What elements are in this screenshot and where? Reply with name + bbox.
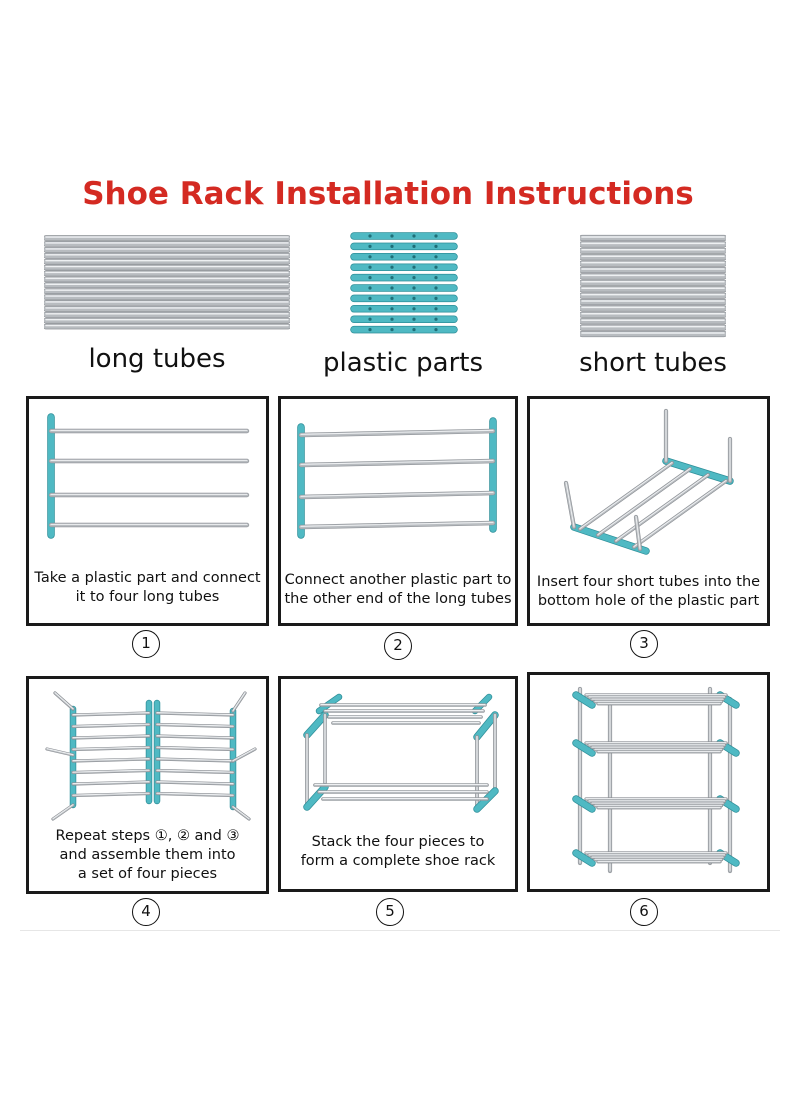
step-4-illustration xyxy=(45,691,257,821)
step-6-number: 6 xyxy=(630,898,658,926)
long-tubes-icon xyxy=(43,234,291,334)
step-4-number: 4 xyxy=(132,898,160,926)
step-5-text: Stack the four pieces to form a complete… xyxy=(300,834,496,869)
step-3-text: Insert four short tubes into the bottom … xyxy=(536,574,761,609)
step-3-panel: Insert four short tubes into the bottom … xyxy=(527,396,770,626)
step-4-panel: Repeat steps ①, ② and ③ and assemble the… xyxy=(26,676,269,894)
step-2-text: Connect another plastic part to the othe… xyxy=(284,572,512,607)
short-tubes-icon xyxy=(578,234,728,340)
divider xyxy=(20,930,780,931)
step-2-illustration xyxy=(297,417,497,539)
step-6-panel xyxy=(527,672,770,892)
step-1-panel: Take a plastic part and connect it to fo… xyxy=(26,396,269,626)
page-title: Shoe Rack Installation Instructions xyxy=(82,176,694,212)
step-4-text: Repeat steps ①, ② and ③ and assemble the… xyxy=(55,828,240,882)
step-2-panel: Connect another plastic part to the othe… xyxy=(278,396,518,626)
step-2-number: 2 xyxy=(384,632,412,660)
step-3-number: 3 xyxy=(630,630,658,658)
step-5-panel: Stack the four pieces to form a complete… xyxy=(278,676,518,892)
step-1-number: 1 xyxy=(132,630,160,658)
long-tubes-label: long tubes xyxy=(88,344,226,374)
step-3-illustration xyxy=(563,408,734,555)
step-1-illustration xyxy=(47,413,250,539)
plastic-parts-icon xyxy=(348,230,460,340)
step-5-number: 5 xyxy=(376,898,404,926)
step-1-text: Take a plastic part and connect it to fo… xyxy=(34,570,261,605)
short-tubes-label: short tubes xyxy=(579,348,727,378)
step-5-illustration xyxy=(303,693,499,813)
step-6-illustration xyxy=(572,686,740,874)
plastic-parts-label: plastic parts xyxy=(322,348,484,378)
